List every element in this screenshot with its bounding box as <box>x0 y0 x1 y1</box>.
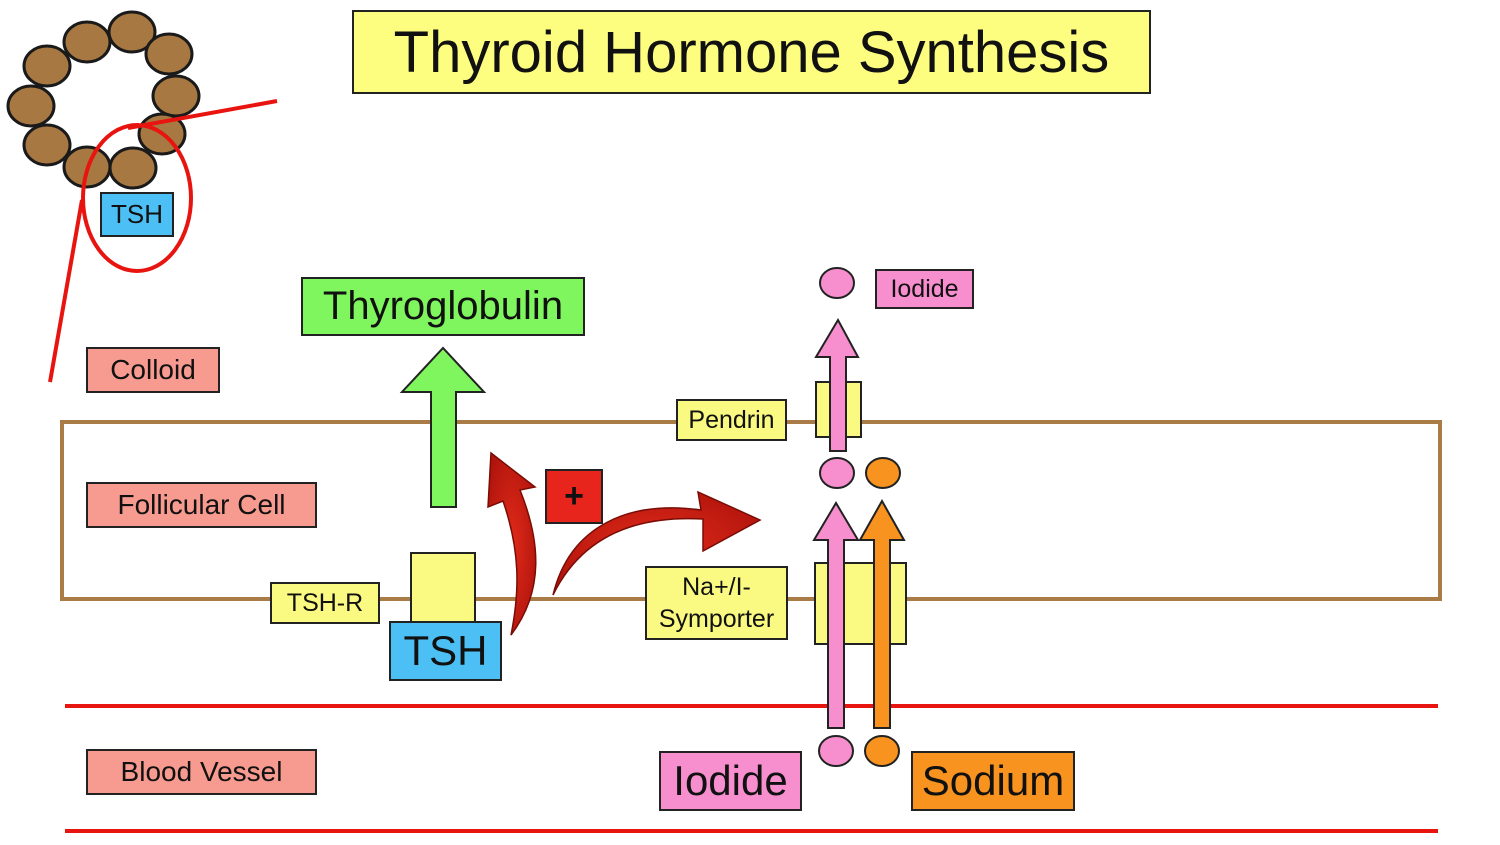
thyroglobulin-label: Thyroglobulin <box>301 277 585 336</box>
iodide-blood-label: Iodide <box>659 751 802 811</box>
stimulation-arrow-right <box>552 490 762 596</box>
follicular-cell-label: Follicular Cell <box>86 482 317 528</box>
symporter-label-line2: Symporter <box>658 605 775 633</box>
sodium-ion-cell <box>865 457 901 489</box>
tsh-receptor-label: TSH-R <box>270 582 380 624</box>
sodium-label: Sodium <box>911 751 1075 811</box>
iodide-ion-cell <box>819 457 855 489</box>
tsh-label: TSH <box>389 621 502 681</box>
follicle-cell <box>144 32 194 76</box>
iodide-colloid-label: Iodide <box>875 269 974 309</box>
iodide-ion-colloid <box>819 267 855 299</box>
symporter-label: Na+/I- Symporter <box>645 566 788 640</box>
colloid-label: Colloid <box>86 347 220 393</box>
stimulation-plus-badge: + <box>545 469 603 524</box>
thyroglobulin-arrow <box>399 346 487 508</box>
follicle-cell <box>107 10 157 54</box>
symporter-iodide-arrow <box>812 501 860 729</box>
zoom-indicator <box>48 99 278 383</box>
follicle-cell <box>22 123 72 167</box>
stimulation-arrow-up <box>487 451 537 636</box>
symporter-label-line1: Na+/I- <box>682 573 751 601</box>
follicle-cell <box>6 84 56 128</box>
follicle-inset <box>6 10 201 190</box>
iodide-ion-blood <box>818 735 854 767</box>
follicle-cell <box>62 20 112 64</box>
follicle-cell <box>151 74 201 118</box>
inset-tsh-label: TSH <box>100 192 174 237</box>
pendrin-label: Pendrin <box>676 399 787 441</box>
page-title: Thyroid Hormone Synthesis <box>352 10 1151 94</box>
zoom-circle <box>81 123 193 273</box>
sodium-arrow <box>858 498 906 729</box>
follicle-cell <box>108 146 158 190</box>
pendrin-iodide-arrow <box>814 317 860 452</box>
follicle-cell <box>22 44 72 88</box>
sodium-ion-blood <box>864 735 900 767</box>
blood-vessel-label: Blood Vessel <box>86 749 317 795</box>
tsh-receptor-shape <box>410 552 476 624</box>
